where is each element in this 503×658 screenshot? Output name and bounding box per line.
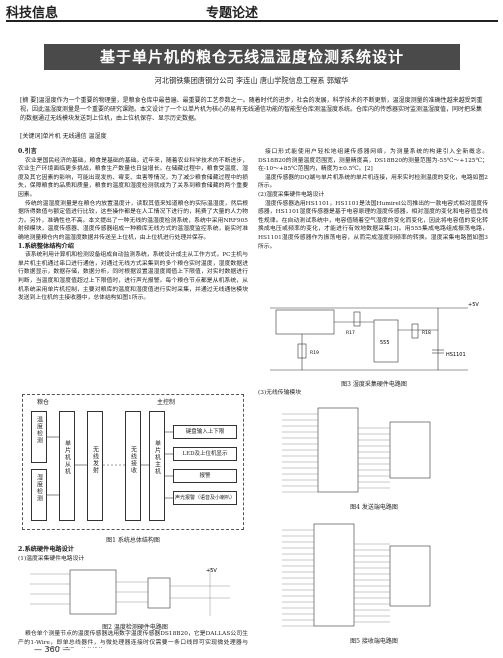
wireless-subheading: (3)无线传输模块 [258,390,301,396]
fig3-vcc-label: +5V [468,302,479,308]
fig1-hum-box: 湿度检测 [31,469,47,521]
fig3-r18-label: R18 [422,330,431,336]
fig1-connectors [47,431,173,499]
figure-4-circuit [282,407,431,493]
fig1-master-mcu-box: 单片机主机 [149,411,165,521]
fig2-caption: 图2 温度检测硬件电路图 [102,624,168,631]
figure-3-circuit: +5V 555 R17 R18 R19 HS1101 [270,302,479,371]
right-paragraph-2: 温度传感器的DQ端与单片机系统的单片机连接，用来实时检测温度的变化，电路如图2所… [258,174,488,190]
figure-2-circuit: +5V [30,568,230,616]
authors: 河北钢铁集团唐钢分公司 李连山 唐山学院信息工程系 郭耀华 [154,76,349,85]
fig3-hs1101-label: HS1101 [446,352,466,358]
intro-paragraph-1: 农业是国民经济的基础，粮食是基础的基础。近年来，随着农业科学技术的不断进步，农业… [18,157,248,198]
intro-heading: 0.引言 [18,148,37,155]
section-name: 专题论述 [206,6,259,21]
header-rule [6,20,498,22]
journal-name: 科技信息 [6,6,59,21]
abstract: [摘 要]温湿度作为一个重要的物理量，是粮食仓库中最普遍、最重要的工艺参数之一。… [20,97,483,122]
hw-paragraph: 粮仓单个测量节点的温度传感器选用数字温度传感器DS18B20，它是DALLAS公… [18,631,248,646]
humidity-subheading: (2)湿度采集硬件电路设计 [258,191,325,198]
fig3-caption: 图3 湿度采集硬件电路图 [341,381,407,388]
figure-5-circuit [282,523,431,627]
page-number: — 360 — [34,645,71,654]
right-column-top: 接口形式能使用户轻松地组建传感器网络，为测量系统的构建引入全新概念。DS18B2… [258,148,488,251]
system-heading: 1.系统整体结构介绍 [18,242,74,250]
fig1-alarm-box: 报警 [173,469,237,483]
paper-title: 基于单片机的粮仓无线温湿度检测系统设计 [44,44,460,70]
fig3-ic-label: 555 [380,340,390,346]
fig1-node-label: 粮仓 [37,399,50,406]
fig1-caption: 图1 系统总体结构图 [106,537,160,544]
intro-paragraph-2: 传统的温湿度测量是在粮仓内放置温度计，读取其值来知道粮仓的实际温湿度，然后根据所… [18,200,248,241]
fig1-keyboard-box: 键盘输入上下限 [173,425,237,439]
fig1-slave-mcu-box: 单片机从机 [59,411,75,521]
right-paragraph-3: 湿度传感器选用HS1101，HS1101是法国Humirel公司推出的一款电容式… [258,200,488,250]
fig3-r17-label: R17 [346,330,355,336]
keywords: [关键词]单片机 无线通信 温湿度 [20,133,107,140]
hw-heading-block: 2.系统硬件电路设计 (1)温度采集硬件电路设计 [18,546,248,563]
fig4-caption: 图4 发送端电路图 [350,504,398,511]
fig3-r19-label: R19 [310,350,319,356]
left-column-top: 0.引言 农业是国民经济的基础，粮食是基础的基础。近年来，随着农业科学技术的不断… [18,148,248,303]
hw-subheading: (1)温度采集硬件电路设计 [18,555,85,562]
system-paragraph: 该系统利用计算机和检测设备组成自动监测系统，系统设计成主从工作方式，PC主机与单… [18,252,248,302]
figure-1: 粮仓 主控制 温度检测 湿度检测 单片机从机 无线发射 无线接收 单片机主机 键… [22,394,244,530]
right-paragraph-1: 接口形式能使用户轻松地组建传感器网络，为测量系统的构建引入全新概念。DS18B2… [258,149,488,173]
fig1-rx-box: 无线接收 [125,411,141,521]
fig5-caption: 图5 接收端电路图 [350,638,398,645]
fig2-vcc-label: +5V [206,568,217,574]
hw-heading: 2.系统硬件电路设计 [18,546,74,553]
fig1-temp-box: 温度检测 [31,411,47,463]
fig1-led-box: LED及上位机显示 [173,447,237,461]
fig1-host-label: 主控制 [157,399,176,406]
fig1-tx-box: 无线发射 [87,411,103,521]
fig1-sound-alarm-box: 声光报警（语音及小喇叭） [173,491,237,505]
